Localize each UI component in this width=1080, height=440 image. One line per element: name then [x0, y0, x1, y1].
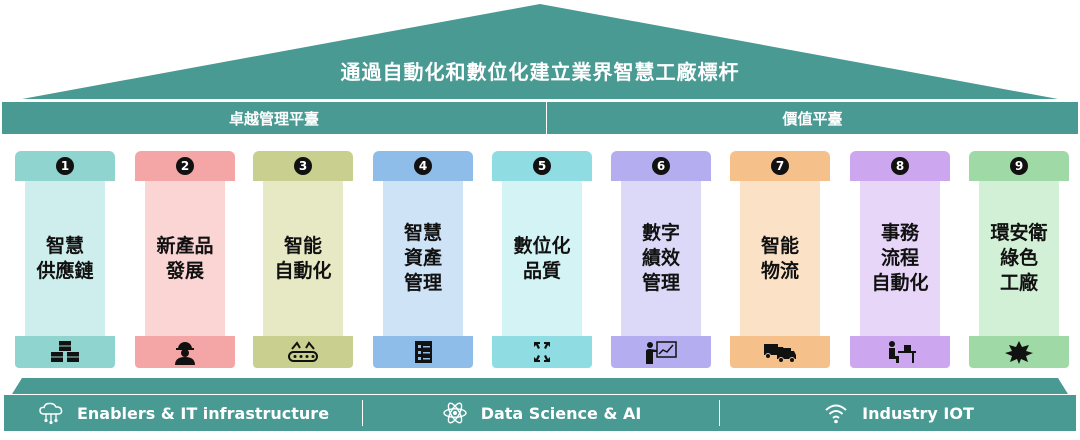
arrows-icon [534, 342, 550, 362]
pillar-label: 智慧 資產 管理 [403, 222, 442, 294]
pillar-shaft: 數位化 品質 [502, 181, 582, 336]
foundation-iot: Industry IOT [720, 395, 1076, 431]
pillar-5: 5 數位化 品質 [492, 151, 592, 368]
pillar-4: 4 智慧 資產 管理 [373, 151, 473, 368]
platform-value: 價值平臺 [782, 109, 843, 128]
pillar-number: 5 [533, 157, 551, 175]
pillar-base [253, 336, 353, 368]
pillar-number: 9 [1010, 157, 1028, 175]
separator [719, 400, 720, 426]
pillar-number: 1 [56, 157, 74, 175]
pillar-7: 7 智能 物流 [730, 151, 830, 368]
leaf-icon [1005, 341, 1033, 364]
conveyor-icon [288, 341, 318, 362]
pillar-2: 2 新產品 發展 [135, 151, 235, 368]
pillar-number: 3 [294, 157, 312, 175]
roof [22, 4, 1058, 99]
pillar-shaft: 事務 流程 自動化 [860, 181, 940, 336]
pillar-base [611, 336, 711, 368]
pillar-number: 7 [771, 157, 789, 175]
pillar-shaft: 智能 自動化 [263, 181, 343, 336]
pillar-base [850, 336, 950, 368]
pillar-base [969, 336, 1069, 368]
presenter-icon [646, 341, 677, 364]
pillar-shaft: 新產品 發展 [145, 181, 225, 336]
pillar-base [492, 336, 592, 368]
pillar-shaft: 數字 績效 管理 [621, 181, 701, 336]
pillar-label: 智能 物流 [760, 234, 799, 282]
pillar-cap: 3 [253, 151, 353, 181]
pillar-8: 8 事務 流程 自動化 [850, 151, 950, 368]
pillar-cap: 4 [373, 151, 473, 181]
pillar-number: 2 [176, 157, 194, 175]
pillar-base [135, 336, 235, 368]
pillar-label: 環安衛 綠色 工廠 [990, 222, 1048, 294]
pillar-label: 數位化 品質 [513, 234, 571, 282]
desk-worker-icon [889, 341, 916, 363]
pillar-shaft: 環安衛 綠色 工廠 [979, 181, 1059, 336]
pillar-1: 1 智慧 供應鏈 [15, 151, 115, 368]
cloud-network-icon [39, 402, 63, 425]
pillar-cap: 6 [611, 151, 711, 181]
pillar-cap: 7 [730, 151, 830, 181]
pillar-shaft: 智慧 供應鏈 [25, 181, 105, 336]
foundation-data-science: Data Science & AI [363, 395, 719, 431]
pillar-shaft: 智慧 資產 管理 [383, 181, 463, 336]
foundation-label: Industry IOT [862, 403, 974, 423]
pillar-base [15, 336, 115, 368]
pillar-number: 4 [414, 157, 432, 175]
foundation-enablers: Enablers & IT infrastructure [4, 395, 362, 431]
pillar-shaft: 智能 物流 [740, 181, 820, 336]
pillar-base [373, 336, 473, 368]
foundation-label: Enablers & IT infrastructure [76, 403, 330, 423]
trucks-icon [764, 344, 796, 363]
pillar-label: 智能 自動化 [274, 234, 332, 282]
platform-management: 卓越管理平臺 [2, 102, 547, 134]
platform-bar: 卓越管理平臺 價值平臺 [2, 102, 1078, 134]
pillar-cap: 2 [135, 151, 235, 181]
roof-title: 通過自動化和數位化建立業界智慧工廠標杆 [340, 60, 740, 84]
pillar-cap: 5 [492, 151, 592, 181]
pillar-cap: 8 [850, 151, 950, 181]
pillar-3: 3 智能 自動化 [253, 151, 353, 368]
separator [362, 400, 363, 426]
checklist-icon [415, 341, 432, 363]
foundation-label: Data Science & AI [480, 403, 642, 423]
pillar-cap: 1 [15, 151, 115, 181]
foundation-bar: Enablers & IT infrastructure Data Scienc… [4, 395, 1076, 431]
pillar-number: 8 [891, 157, 909, 175]
pillar-9: 9 環安衛 綠色 工廠 [969, 151, 1069, 368]
pillar-label: 新產品 發展 [156, 234, 214, 282]
pillar-number: 6 [652, 157, 670, 175]
pillar-label: 事務 流程 自動化 [871, 222, 929, 294]
foundation-top [12, 378, 1068, 394]
boxes-icon [51, 341, 79, 362]
wifi-icon [825, 404, 847, 424]
pillar-6: 6 數字 績效 管理 [611, 151, 711, 368]
pillar-base [730, 336, 830, 368]
pillar-label: 智慧 供應鏈 [36, 234, 94, 282]
engineer-icon [175, 342, 195, 365]
pillar-cap: 9 [969, 151, 1069, 181]
pillar-label: 數字 績效 管理 [641, 222, 680, 294]
atom-icon [443, 402, 467, 424]
